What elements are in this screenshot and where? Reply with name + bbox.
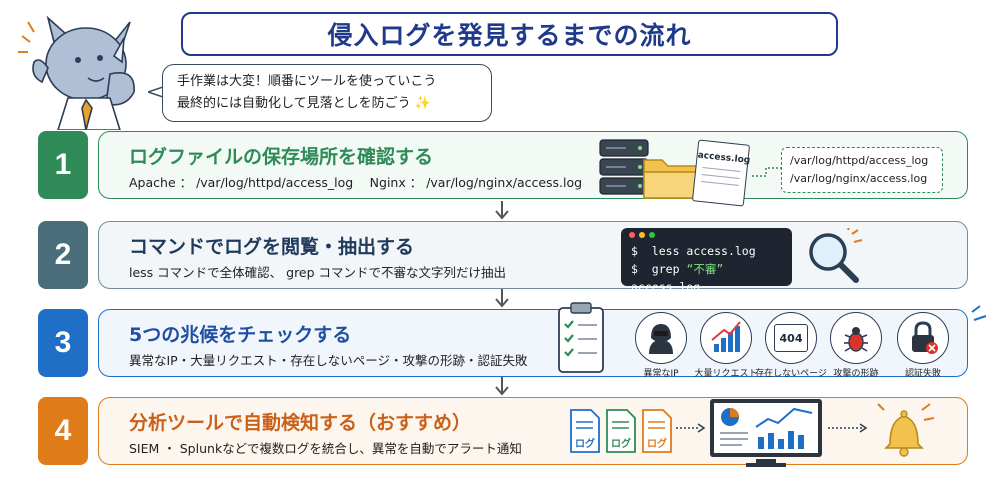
log-doc-label: ログ (575, 439, 595, 450)
dotted-arrow-icon (828, 423, 868, 433)
clipboard-checklist-icon (558, 302, 604, 373)
terminal-line-2: $ grep “不審” access.log (631, 262, 724, 294)
icon-label-attack: 攻撃の形跡 (833, 369, 879, 379)
server-icon (599, 139, 649, 195)
step-4-desc: SIEM ・ Splunkなどで複数ログを統合し、異常を自動でアラート通知 (129, 441, 522, 456)
terminal-dots (629, 232, 655, 238)
hacker-icon (635, 312, 687, 364)
step-2-title: コマンドでログを閲覧・抽出する (129, 236, 415, 258)
log-doc-icon-blue (570, 409, 600, 453)
log-doc-icon-orange (642, 409, 672, 453)
step-4-card: 分析ツールで自動検知する（おすすめ） SIEM ・ Splunkなどで複数ログを… (98, 397, 968, 465)
bubble-line-1: 手作業は大変！順番にツールを使っていこう (177, 74, 437, 89)
page-404-icon: 404 (765, 312, 817, 364)
log-doc-icon-green (606, 409, 636, 453)
step-1-number: 1 (38, 131, 88, 199)
path-nginx: /var/log/nginx/access.log (790, 172, 928, 185)
down-arrow-icon (495, 201, 509, 220)
monitor-dashboard-icon (710, 399, 822, 467)
step-4-number: 4 (38, 397, 88, 465)
terminal-window: $ less access.log $ grep “不審” access.log (621, 228, 792, 294)
speech-bubble: 手作業は大変！順番にツールを使っていこう 最終的には自動化して見落としを防ごう … (162, 64, 492, 122)
access-log-file-icon: access.log (691, 139, 751, 207)
bell-icon (877, 403, 935, 457)
step-1-desc: Apache ： /var/log/httpd/access_log Nginx… (129, 175, 583, 190)
icon-label-404: 存在しないページ (755, 369, 827, 379)
lock-icon (897, 312, 949, 364)
step-2-desc: less コマンドで全体確認、 grep コマンドで不審な文字列だけ抽出 (129, 265, 507, 280)
path-httpd: /var/log/httpd/access_log (790, 154, 929, 167)
page-title: 侵入ログを発見するまでの流れ (181, 12, 838, 56)
step-3-card: 5つの兆候をチェックする 異常なIP・大量リクエスト・存在しないページ・攻撃の形… (98, 309, 968, 377)
down-arrow-icon (495, 377, 509, 396)
log-path-box: /var/log/httpd/access_log /var/log/nginx… (781, 147, 943, 193)
log-doc-label: ログ (647, 439, 667, 450)
accent-lines (971, 305, 987, 321)
dotted-connector (752, 167, 782, 177)
step-3-desc: 異常なIP・大量リクエスト・存在しないページ・攻撃の形跡・認証失敗 (129, 353, 528, 368)
icon-label-auth: 認証失敗 (904, 369, 941, 379)
step-1-title: ログファイルの保存場所を確認する (129, 146, 434, 168)
step-3-title: 5つの兆候をチェックする (129, 324, 352, 346)
rhino-mascot-icon (18, 15, 135, 130)
icon-label-ip: 異常なIP (643, 369, 679, 379)
icon-label-requests: 大量リクエスト (694, 369, 758, 379)
log-doc-label: ログ (611, 439, 631, 450)
dotted-arrow-icon (676, 423, 706, 433)
bubble-tail (148, 85, 166, 99)
file-label: access.log (697, 150, 751, 166)
step-4-title: 分析ツールで自動検知する（おすすめ） (129, 412, 472, 434)
bubble-line-2: 最終的には自動化して見落としを防ごう ✨ (177, 96, 431, 111)
terminal-line-1: $ less access.log (631, 244, 756, 258)
magnifier-icon (809, 228, 863, 283)
step-3-number: 3 (38, 309, 88, 377)
bug-icon (830, 312, 882, 364)
bar-chart-icon (700, 312, 752, 364)
step-2-number: 2 (38, 221, 88, 289)
down-arrow-icon (495, 289, 509, 308)
